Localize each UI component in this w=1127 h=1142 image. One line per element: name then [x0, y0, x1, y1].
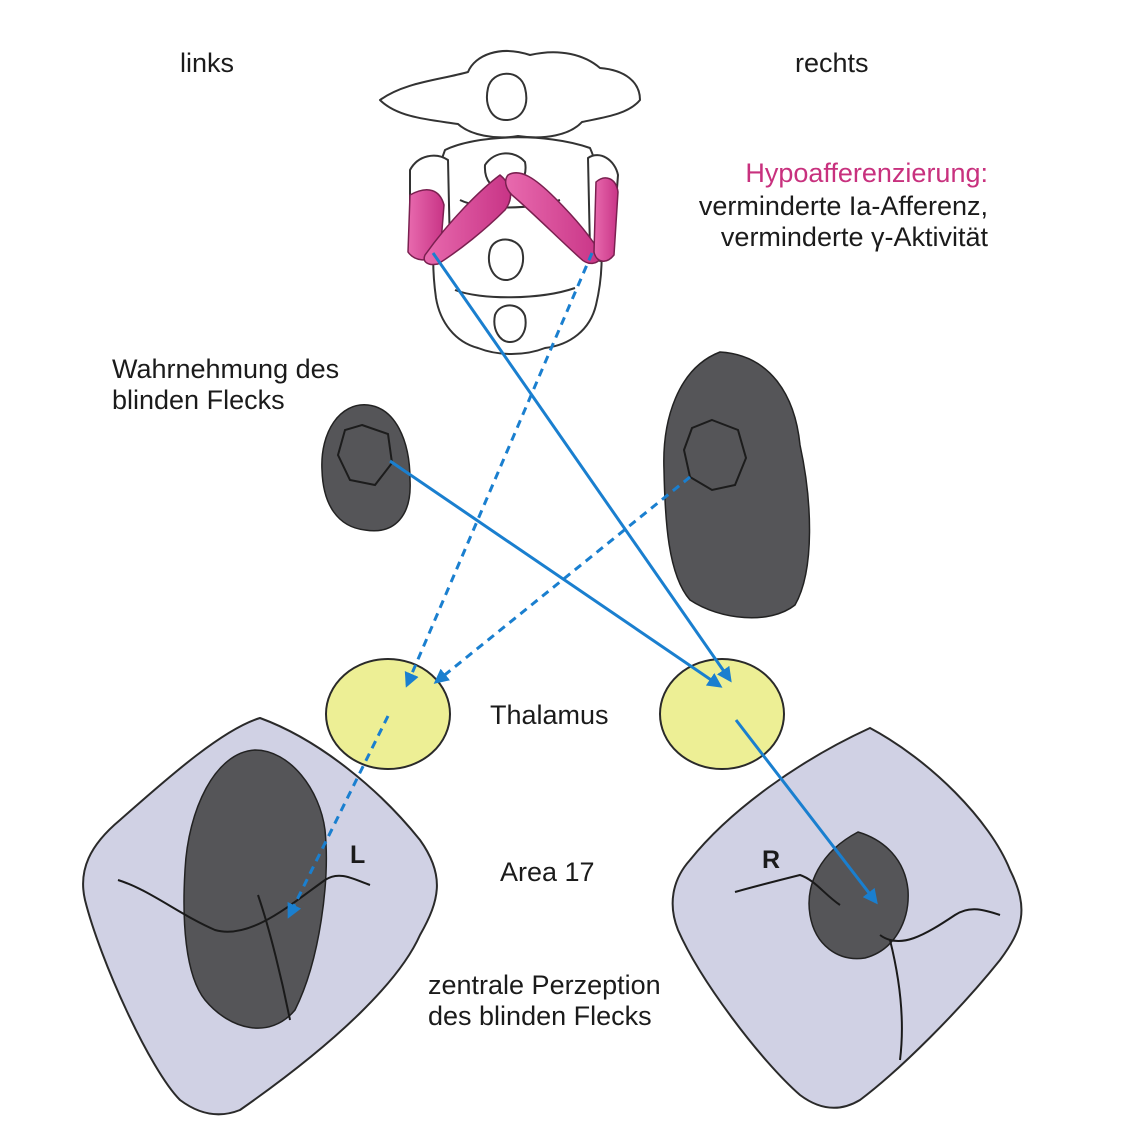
label-hypoafferentation-line2: verminderte γ-Aktivität: [720, 222, 988, 252]
muscle-right-outer: [593, 177, 619, 262]
label-cortex-left: L: [350, 841, 366, 869]
cortex-right-sulcus-3: [889, 939, 903, 1061]
arrow-blindspot-left-to-right-thalamus: [389, 459, 723, 688]
label-perception-line2: blinden Flecks: [112, 385, 285, 415]
cortex-right-blind-spot: [808, 831, 909, 960]
cortex-left: [82, 716, 438, 1116]
thalamus-left: [325, 658, 451, 770]
vertebra-spinous-low: [493, 304, 527, 343]
cortex-left-sulcus-1: [117, 874, 371, 933]
blind-spot-right: [663, 351, 811, 619]
blind-spot-right-hexagon: [682, 418, 748, 492]
pathway-arrows: [287, 252, 878, 919]
blind-spot-left-hexagon: [336, 423, 394, 487]
arrow-muscle-to-right-thalamus: [431, 252, 732, 683]
label-perception-line1: Wahrnehmung des: [112, 354, 340, 384]
label-hypoafferentation-line1: verminderte Ia-Afferenz,: [698, 191, 988, 221]
vertebra-spinous-top: [486, 72, 528, 121]
blind-spot-left-shape: [321, 404, 411, 532]
label-thalamus: Thalamus: [490, 700, 609, 730]
label-hypoafferentation-title: Hypoafferenzierung:: [745, 158, 988, 188]
cortex-right: [671, 726, 1023, 1109]
label-area-17: Area 17: [500, 857, 595, 887]
muscle-right-inner: [504, 172, 603, 265]
vertebra-spinous-mid: [488, 238, 524, 281]
cortex-right-sulcus-1: [734, 873, 841, 906]
cortex-left-blind-spot: [183, 749, 327, 1029]
vertebra-illustration: [379, 50, 641, 355]
arrow-left-thalamus-to-cortex-dashed: [287, 715, 390, 919]
thalamus-right: [659, 658, 785, 770]
blind-spot-right-shape: [663, 351, 811, 619]
label-central-perception-line2: des blinden Flecks: [428, 1001, 652, 1031]
blind-spot-left: [321, 404, 411, 532]
arrow-blindspot-right-to-left-thalamus-dashed: [433, 475, 691, 684]
cortex-left-sulcus-2: [257, 894, 291, 1021]
label-right: rechts: [795, 48, 869, 78]
label-cortex-right: R: [762, 846, 781, 874]
label-central-perception-line1: zentrale Perzeption: [428, 970, 661, 1000]
muscle-left-inner: [423, 174, 512, 266]
label-left: links: [180, 48, 235, 78]
cortex-right-sulcus-2: [879, 908, 1001, 943]
arrow-right-thalamus-to-cortex: [734, 719, 878, 905]
